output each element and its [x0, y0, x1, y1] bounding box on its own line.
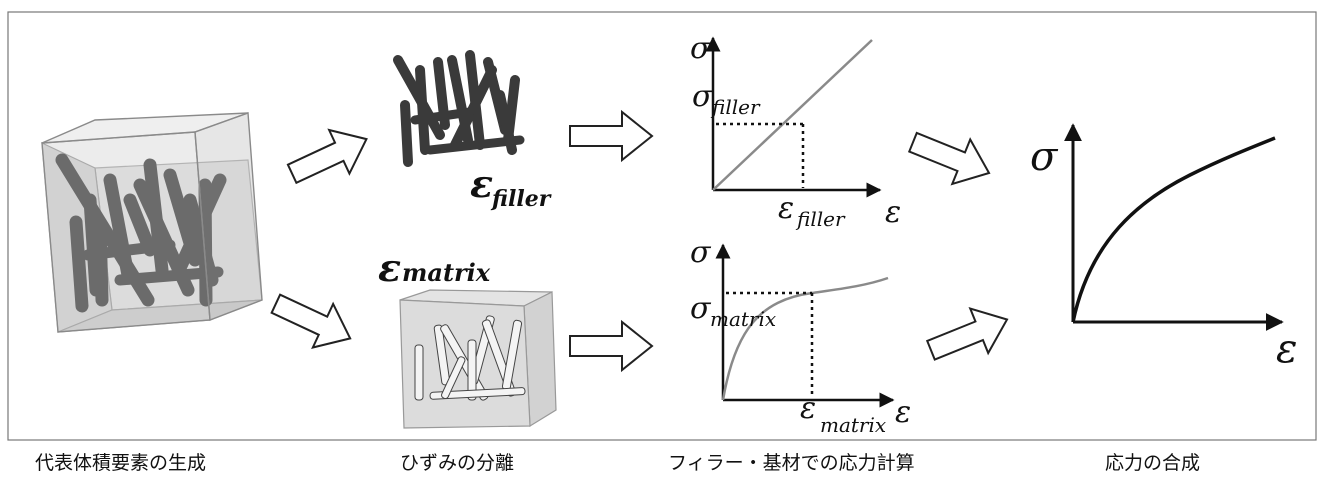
- matrix-hollow-rods: [414, 315, 526, 401]
- figure-border: [7, 11, 1317, 441]
- linear-curve: [712, 39, 873, 191]
- sigma-matrix-main: σ: [690, 291, 712, 326]
- epsilon-axis-label: ε: [895, 395, 911, 430]
- sigma-matrix-subscript: matrix: [710, 307, 776, 331]
- sigma-filler-main: σ: [692, 79, 714, 114]
- sigma-filler-subscript: filler: [710, 95, 761, 119]
- caption-stress-calculation: フィラー・基材での応力計算: [668, 452, 915, 474]
- arrow-to-matrix: [264, 281, 362, 362]
- filler-rods: [55, 153, 227, 313]
- caption-strain-separation: ひずみの分離: [400, 452, 515, 474]
- epsilon-filler-label: ε filler: [470, 161, 552, 212]
- filler-stress-strain-graph: σ ε σ filler ε filler: [690, 31, 901, 231]
- epsilon-matrix-subscript: matrix: [820, 413, 886, 437]
- combined-stress-strain-graph: σ ε: [1030, 123, 1297, 372]
- epsilon-filler-main: ε: [778, 191, 794, 226]
- rve-cube: [41, 112, 263, 333]
- epsilon-axis-label: ε: [885, 195, 901, 230]
- sigma-axis-label: σ: [690, 31, 712, 66]
- epsilon-symbol: ε: [378, 245, 401, 290]
- epsilon-matrix-label: ε matrix: [378, 245, 491, 290]
- filler-rods-separated: [393, 50, 525, 167]
- caption-rve-generation: 代表体積要素の生成: [35, 452, 207, 474]
- matrix-subscript: matrix: [402, 258, 491, 287]
- epsilon-symbol: ε: [470, 161, 493, 206]
- epsilon-matrix-main: ε: [800, 391, 816, 426]
- matrix-stress-strain-graph: σ ε σ matrix ε matrix: [690, 235, 911, 437]
- caption-stress-synthesis: 応力の合成: [1105, 452, 1201, 474]
- arrow-to-matrix-graph: [569, 321, 653, 371]
- nonlinear-curve: [721, 276, 889, 401]
- filler-subscript: filler: [490, 186, 552, 212]
- epsilon-axis-label: ε: [1276, 326, 1297, 372]
- arrow-to-filler: [281, 116, 378, 197]
- arrow-combine-top: [903, 119, 1000, 197]
- epsilon-filler-subscript: filler: [795, 207, 846, 231]
- combined-curve: [1071, 136, 1276, 323]
- matrix-cube: [399, 289, 557, 429]
- arrow-combine-bottom: [921, 296, 1018, 374]
- sigma-axis-label: σ: [1030, 134, 1059, 180]
- sigma-axis-label: σ: [690, 235, 712, 270]
- arrow-to-filler-graph: [569, 111, 653, 161]
